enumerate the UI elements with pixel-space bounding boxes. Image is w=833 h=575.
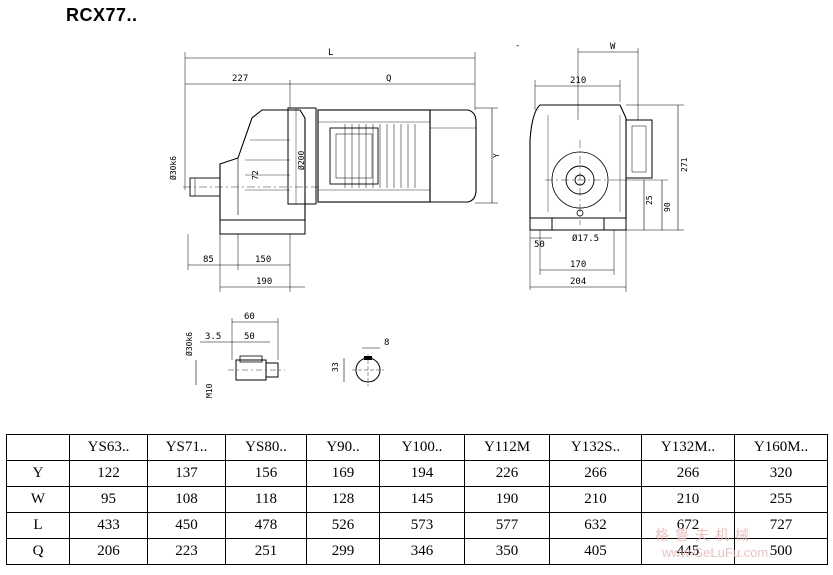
table-cell: 190 [464, 486, 550, 513]
table-header-cell: Y100.. [379, 434, 465, 461]
table-cell: 137 [147, 460, 226, 487]
table-cell: 95 [69, 486, 148, 513]
table-cell: 118 [225, 486, 307, 513]
dimension-table: YS63.. YS71.. YS80.. Y90.. Y100.. Y112M … [6, 434, 828, 565]
table-cell: 478 [225, 512, 307, 539]
table-header-row: YS63.. YS71.. YS80.. Y90.. Y100.. Y112M … [6, 434, 828, 461]
table-cell: 169 [306, 460, 380, 487]
table-row: L 433 450 478 526 573 577 632 672 727 [6, 512, 828, 539]
table-header-cell: Y160M.. [734, 434, 828, 461]
dim-60: 60 [244, 312, 255, 322]
dim-50b: 50 [244, 332, 255, 342]
table-cell: 194 [379, 460, 465, 487]
table-cell: 433 [69, 512, 148, 539]
table-header-cell: Y132M.. [641, 434, 735, 461]
dim-72: 72 [251, 170, 260, 180]
table-row: W 95 108 118 128 145 190 210 210 255 [6, 486, 828, 513]
table-row: Y 122 137 156 169 194 226 266 266 320 [6, 460, 828, 487]
table-header-cell: Y112M [464, 434, 550, 461]
table-header-cell: YS71.. [147, 434, 226, 461]
table-cell: 223 [147, 538, 226, 565]
table-cell: 632 [549, 512, 642, 539]
table-cell: 266 [641, 460, 735, 487]
dim-30k6: Ø30k6 [168, 156, 178, 180]
dim-W: W [610, 42, 616, 52]
table-cell: 405 [549, 538, 642, 565]
table-cell: 210 [549, 486, 642, 513]
table-cell: 145 [379, 486, 465, 513]
svg-text:-: - [515, 41, 520, 51]
model-title: RCX77.. [66, 5, 138, 25]
row-label: L [6, 512, 70, 539]
table-cell: 526 [306, 512, 380, 539]
table-cell: 108 [147, 486, 226, 513]
key-section: 8 33 [331, 338, 389, 386]
table-cell: 672 [641, 512, 735, 539]
dim-3-5: 3.5 [205, 332, 221, 342]
front-view: - W 210 271 25 [515, 41, 689, 292]
dim-210: 210 [570, 76, 586, 86]
table-cell: 251 [225, 538, 307, 565]
table-cell: 255 [734, 486, 828, 513]
table-header-cell: YS63.. [69, 434, 148, 461]
table-cell: 346 [379, 538, 465, 565]
dim-190: 190 [256, 277, 272, 287]
table-cell: 320 [734, 460, 828, 487]
dim-33: 33 [331, 362, 340, 372]
dim-204: 204 [570, 277, 586, 287]
dim-271: 271 [680, 157, 689, 172]
row-label: W [6, 486, 70, 513]
dim-200: Ø200 [296, 151, 306, 170]
row-label: Q [6, 538, 70, 565]
dim-25: 25 [645, 195, 654, 205]
watermark-url: www.GeLuFu.com [662, 545, 769, 560]
table-cell: 577 [464, 512, 550, 539]
table-cell: 350 [464, 538, 550, 565]
table-cell: 226 [464, 460, 550, 487]
dim-17-5: Ø17.5 [572, 233, 599, 244]
dim-8: 8 [384, 338, 389, 348]
dim-50: 50 [534, 240, 545, 250]
shaft-detail: 60 3.5 50 Ø30k6 M10 [184, 312, 285, 398]
dim-30k6b: Ø30k6 [184, 332, 194, 356]
table-cell: 450 [147, 512, 226, 539]
table-cell: 299 [306, 538, 380, 565]
dim-227: 227 [232, 74, 248, 84]
dim-Y: Y [492, 153, 501, 158]
table-cell: 210 [641, 486, 735, 513]
table-cell: 500 [734, 538, 828, 565]
dim-170: 170 [570, 260, 586, 270]
table-header-cell [6, 434, 70, 461]
dim-90: 90 [663, 202, 672, 212]
table-row: Q 206 223 251 299 346 350 405 445 500 [6, 538, 828, 565]
table-header-cell: YS80.. [225, 434, 307, 461]
table-cell: 128 [306, 486, 380, 513]
table-cell: 156 [225, 460, 307, 487]
dim-M10: M10 [205, 383, 214, 398]
table-cell: 122 [69, 460, 148, 487]
table-cell: 206 [69, 538, 148, 565]
technical-drawing: L 227 Q Y Ø30k6 72 Ø200 [168, 41, 689, 398]
row-label: Y [6, 460, 70, 487]
table-cell: 727 [734, 512, 828, 539]
table-header-cell: Y132S.. [549, 434, 642, 461]
watermark-chinese: 格鲁夫机械 [655, 527, 755, 543]
table-cell: 573 [379, 512, 465, 539]
table-cell: 266 [549, 460, 642, 487]
dim-85: 85 [203, 255, 214, 265]
dim-L: L [328, 48, 333, 58]
side-view: L 227 Q Y Ø30k6 72 Ø200 [168, 48, 501, 292]
dim-Q: Q [386, 74, 391, 84]
table-header-cell: Y90.. [306, 434, 380, 461]
dim-150: 150 [255, 255, 271, 265]
